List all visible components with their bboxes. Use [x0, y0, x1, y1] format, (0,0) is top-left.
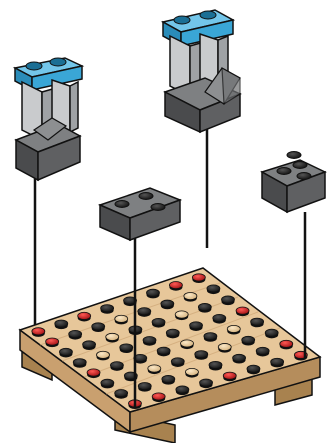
plate-stud-black: [166, 329, 179, 336]
plate-stud-black: [120, 344, 133, 351]
plate-stud-red: [192, 274, 205, 281]
plate-stud-black: [83, 341, 96, 348]
plate-stud-black: [101, 379, 114, 386]
plate-stud-black: [115, 390, 128, 397]
plate-stud-black: [190, 322, 203, 329]
plate-stud-black: [265, 329, 278, 336]
plate-stud-tan: [175, 311, 188, 318]
plate-stud-red: [236, 307, 249, 314]
base-plate: [20, 268, 320, 443]
small-corner-brick: [100, 188, 180, 240]
plate-stud-black: [213, 314, 226, 321]
plate-stud-red: [78, 312, 91, 319]
plate-stud-black: [152, 318, 165, 325]
plate-stud-black: [247, 365, 260, 372]
plate-stud-black: [233, 354, 246, 361]
plate-stud-tan: [181, 340, 194, 347]
plate-stud-black: [162, 375, 175, 382]
plate-stud-black: [110, 362, 123, 369]
plate-stud-black: [176, 386, 189, 393]
plate-stud-black: [73, 359, 86, 366]
right-corner-brick: [262, 152, 325, 213]
plate-stud-red: [223, 372, 236, 379]
plate-stud-black: [195, 351, 208, 358]
plate-stud-black: [157, 347, 170, 354]
plate-stud-tan: [97, 351, 110, 358]
plate-stud-red: [32, 328, 45, 335]
plate-stud-tan: [218, 343, 231, 350]
plate-stud-black: [271, 358, 284, 365]
plate-stud-black: [138, 382, 151, 389]
plate-stud-red: [280, 340, 293, 347]
plate-stud-black: [92, 323, 105, 330]
plate-stud-tan: [227, 325, 240, 332]
plate-stud-red: [169, 282, 182, 289]
left-column-assembly: [15, 58, 82, 180]
plate-stud-black: [143, 336, 156, 343]
plate-stud-red: [152, 393, 165, 400]
tall-column-assembly: [163, 10, 240, 132]
plate-stud-tan: [106, 333, 119, 340]
plate-stud-black: [101, 305, 114, 312]
plate-stud-black: [207, 285, 220, 292]
plate-stud-black: [138, 308, 151, 315]
plate-stud-black: [55, 320, 68, 327]
plate-stud-black: [221, 296, 234, 303]
plate-stud-black: [198, 303, 211, 310]
plate-stud-black: [251, 318, 264, 325]
plate-stud-tan: [185, 368, 198, 375]
plate-stud-tan: [148, 365, 161, 372]
plate-stud-black: [171, 358, 184, 365]
plate-stud-tan: [184, 292, 197, 299]
plate-stud-red: [46, 338, 59, 345]
plate-stud-black: [69, 330, 82, 337]
plate-stud-black: [59, 348, 72, 355]
plate-stud-black: [146, 289, 159, 296]
plate-stud-black: [242, 336, 255, 343]
plate-stud-black: [204, 333, 217, 340]
plate-stud-tan: [115, 315, 128, 322]
plate-stud-red: [87, 369, 100, 376]
plate-stud-black: [209, 361, 222, 368]
plate-stud-black: [161, 300, 174, 307]
plate-stud-black: [256, 347, 269, 354]
plate-stud-black: [200, 379, 213, 386]
